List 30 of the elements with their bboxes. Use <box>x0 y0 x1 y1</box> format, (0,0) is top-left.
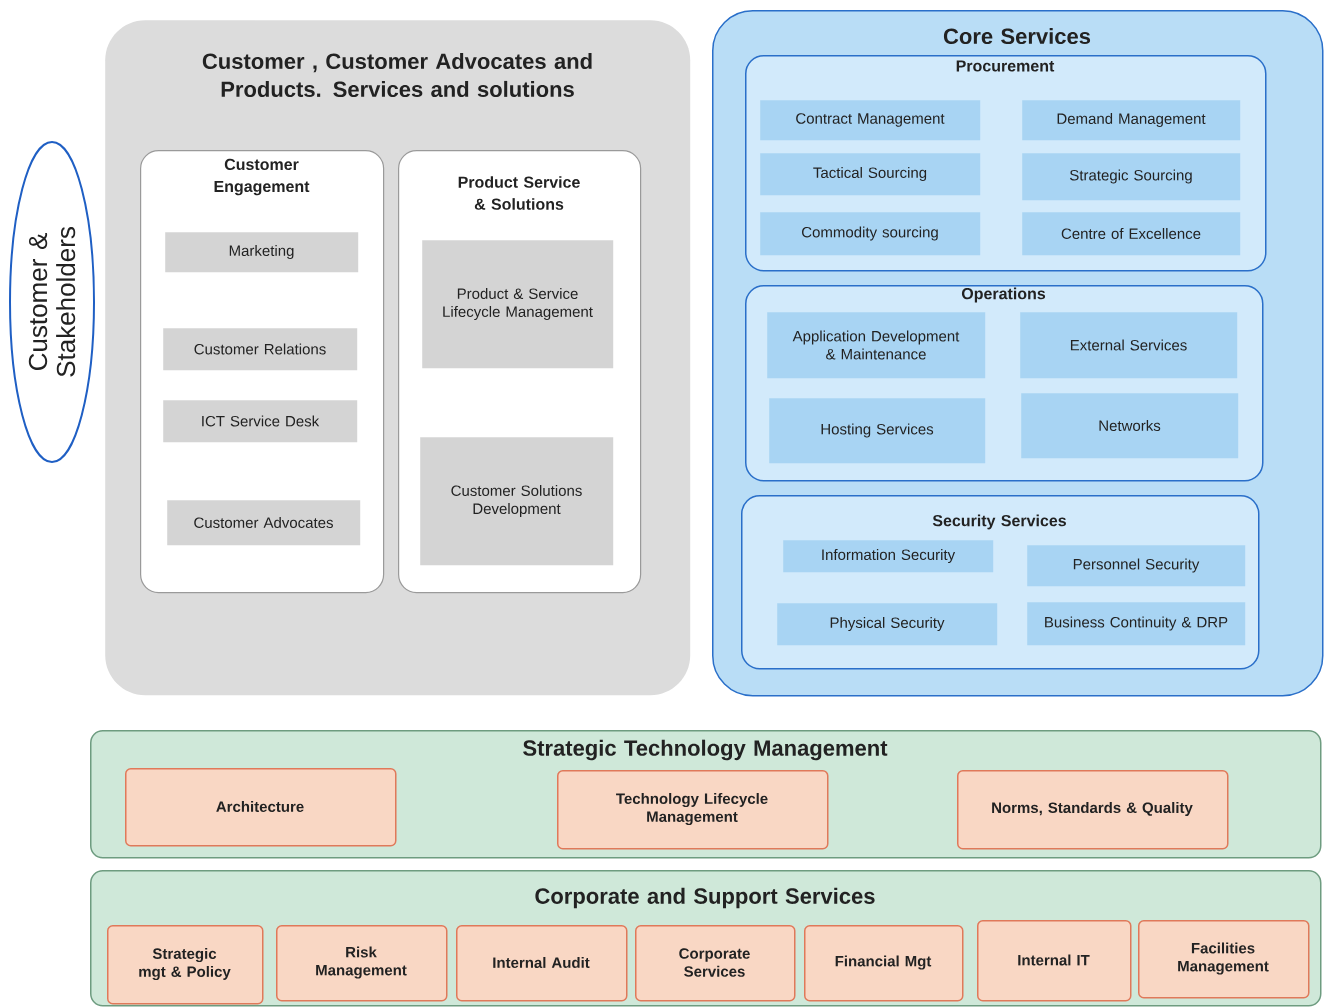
service-box: Product & Service Lifecycle Management <box>422 240 614 369</box>
service-box: Customer Advocates <box>167 500 361 546</box>
service-box: Customer Solutions Development <box>420 437 614 566</box>
service-box: Risk Management <box>276 925 448 1002</box>
service-box: Networks <box>1021 393 1239 459</box>
service-box: Strategic mgt & Policy <box>107 925 264 1005</box>
service-box: Internal IT <box>977 920 1132 1002</box>
service-box: ICT Service Desk <box>163 400 358 443</box>
service-box: Hosting Services <box>769 398 986 464</box>
service-box: Corporate Services <box>635 925 796 1002</box>
service-box: Application Development & Maintenance <box>767 312 986 379</box>
service-box: Strategic Sourcing <box>1022 153 1241 201</box>
service-box: Centre of Excellence <box>1022 212 1241 256</box>
service-box: Norms, Standards & Quality <box>957 770 1229 850</box>
service-box: Technology Lifecycle Management <box>557 770 829 850</box>
service-box: Financial Mgt <box>804 925 964 1002</box>
service-box: Internal Audit <box>456 925 628 1002</box>
service-box: Customer Relations <box>163 328 358 371</box>
service-box: Information Security <box>783 540 994 573</box>
service-box: Personnel Security <box>1027 545 1246 587</box>
service-box: Business Continuity & DRP <box>1027 602 1246 646</box>
service-box: External Services <box>1020 312 1238 379</box>
service-box: Contract Management <box>760 100 981 141</box>
service-box: Demand Management <box>1022 100 1241 141</box>
service-box: Facilities Management <box>1138 920 1310 999</box>
service-box: Marketing <box>165 232 359 273</box>
service-box: Physical Security <box>777 603 998 646</box>
service-box: Commodity sourcing <box>760 212 981 256</box>
service-box: Tactical Sourcing <box>760 153 981 196</box>
service-box: Architecture <box>125 768 397 847</box>
